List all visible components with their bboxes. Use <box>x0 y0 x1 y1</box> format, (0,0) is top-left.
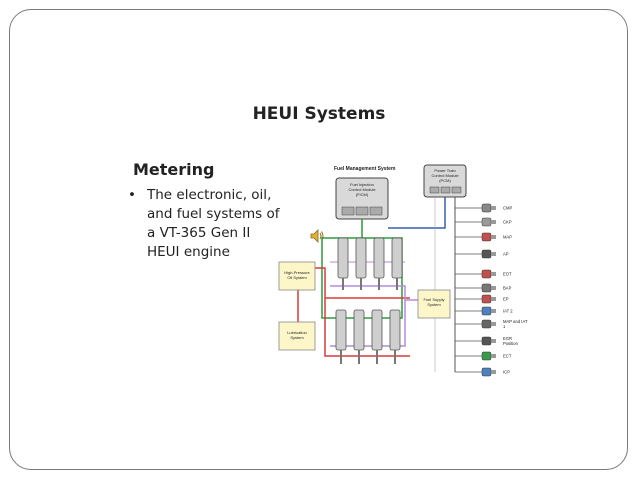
sensor-icon <box>481 319 492 329</box>
sensor-label: 1 <box>503 324 506 329</box>
sensor-label: CMP <box>503 206 513 211</box>
sensor-label: EGR <box>503 336 512 341</box>
sensor-icon <box>481 232 492 242</box>
sensor-ap: AP <box>455 249 509 259</box>
sensor-list: CMP CKP MAP AP EOT BAP EP IAT 2 MAP and IAT1EGRP… <box>455 203 528 377</box>
sensor-label: ECT <box>503 354 512 359</box>
bullet-line: HEUI engine <box>147 244 230 260</box>
lube-label-line: Lubrication <box>287 330 307 335</box>
ficm-label-line: Control Module <box>348 187 376 192</box>
upper-injectors <box>337 237 403 290</box>
sensor-label: IAT 2 <box>503 309 513 314</box>
pcm-label-line: Power Train <box>434 168 455 173</box>
sensor-ect: ECT <box>455 351 512 361</box>
lower-injectors <box>335 309 401 364</box>
bullet-line: and fuel systems of <box>147 206 280 222</box>
slide-subtitle: Metering <box>133 160 215 179</box>
hp-oil-label-line: Oil System <box>287 275 307 280</box>
slide-frame <box>9 9 628 470</box>
pcm-label-line: (PCM) <box>439 178 451 183</box>
bullet-line: The electronic, oil, <box>147 187 272 203</box>
sensor-label: MAP and IAT <box>503 319 528 324</box>
sensor-ep: EP <box>455 294 509 304</box>
sensor-label: Position <box>503 341 519 346</box>
sensor-ckp: CKP <box>455 217 512 227</box>
sensor-icon <box>481 351 492 361</box>
fuel-management-diagram: Fuel Management System Power Train Contr… <box>278 164 528 377</box>
sensor-map: MAP <box>455 232 512 242</box>
sensor-icon <box>481 217 492 227</box>
ficm-label-line: (FICM) <box>356 192 369 197</box>
sensor-icon <box>481 367 492 377</box>
sensor-label: EOT <box>503 272 512 277</box>
ficm-module: Fuel Injection Control Module (FICM) <box>335 177 389 220</box>
sensor-label: MAP <box>503 235 512 240</box>
diagram-heading: Fuel Management System <box>334 166 396 172</box>
sensor-label: ICP <box>503 370 510 375</box>
sensor-icon <box>481 203 492 213</box>
fuel-supply-box: Fuel Supply System <box>417 289 451 319</box>
high-pressure-oil-box: High-Pressure Oil System <box>278 261 316 291</box>
sensor-cmp: CMP <box>455 203 513 213</box>
bullet-line: a VT-365 Gen II <box>147 225 251 241</box>
bullet-item: The electronic, oil, and fuel systems of… <box>147 186 307 262</box>
sensor-icon <box>481 336 492 346</box>
sensor-icon <box>481 294 492 304</box>
fuel-supply-label-line: Fuel Supply <box>423 297 444 302</box>
sensor-icon <box>481 249 492 259</box>
sensor-iat-2: IAT 2 <box>455 306 513 316</box>
hp-oil-label-line: High-Pressure <box>284 270 310 275</box>
bullet-dot: • <box>128 187 136 203</box>
speaker-icon[interactable] <box>309 228 325 244</box>
sensor-icp: ICP <box>455 367 510 377</box>
ficm-label-line: Fuel Injection <box>350 182 374 187</box>
sensor-icon <box>481 283 492 293</box>
lubrication-box: Lubrication System <box>278 321 316 351</box>
sensor-bap: BAP <box>455 283 512 293</box>
lube-label-line: System <box>290 335 304 340</box>
sensor-label: EP <box>503 297 509 302</box>
sensor-icon <box>481 269 492 279</box>
sensor-label: CKP <box>503 220 512 225</box>
sensor-icon <box>481 306 492 316</box>
slide-title: HEUI Systems <box>252 104 386 124</box>
sensor-label: BAP <box>503 286 512 291</box>
fuel-supply-label-line: System <box>427 302 441 307</box>
sensor-label: AP <box>503 252 509 257</box>
sensor-eot: EOT <box>455 269 512 279</box>
pcm-module: Power Train Control Module (PCM) <box>423 164 467 198</box>
pcm-label-line: Control Module <box>431 173 459 178</box>
